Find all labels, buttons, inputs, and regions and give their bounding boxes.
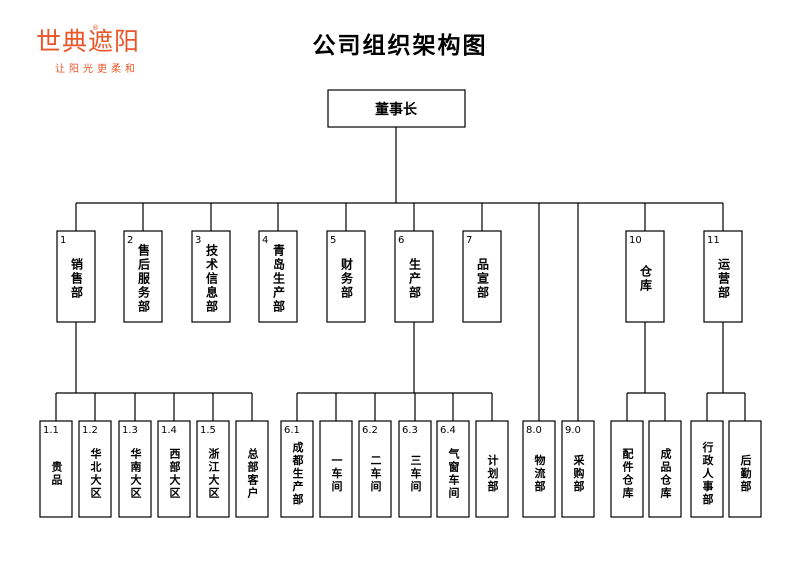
sub-unit-box [398,420,432,518]
node-label: 财务部 [340,257,354,300]
node-label: 青岛生产部 [273,243,285,314]
node-label: 一车间 [332,454,343,493]
node-number: 6.1 [284,425,300,436]
sub-unit-box [728,420,762,518]
department-box [462,230,502,323]
root-box [327,89,466,128]
sub-unit-box [78,420,112,518]
node-number: 6.2 [362,425,378,436]
department-box [123,230,163,323]
node-number: 6 [398,235,404,246]
node-label: 二车间 [371,454,382,493]
node-label: 成都生产部 [292,440,304,506]
brand-slogan: 让阳光更柔和 [55,64,139,75]
sub-unit-box [561,420,595,518]
node-label: 生产部 [409,257,421,300]
node-label: 成品仓库 [660,446,673,499]
node-number: 1.1 [43,425,59,436]
sub-unit-box [436,420,470,518]
node-number: 6.4 [440,425,456,436]
department-box [191,230,231,323]
department-box [326,230,366,323]
node-number: 7 [466,235,472,246]
node-label: 配件仓库 [622,446,635,499]
department-box [703,230,743,323]
node-number: 11 [707,235,720,246]
node-label: 计划部 [488,453,499,493]
sub-unit-box [118,420,152,518]
node-number: 1.3 [122,425,138,436]
sub-unit-box [157,420,191,518]
sub-unit-box [610,420,644,518]
sub-unit-box [235,420,269,518]
sub-unit-box [196,420,230,518]
node-label: 西部大区 [170,447,181,499]
node-label: 采购部 [573,453,586,493]
node-number: 9.0 [565,425,581,436]
node-label: 浙江大区 [209,446,220,499]
node-number: 5 [330,235,336,246]
sub-unit-box [648,420,682,518]
sub-unit-box [280,420,314,518]
node-label: 仓库 [639,264,653,293]
node-label: 贵品 [52,459,63,486]
node-number: 10 [629,235,642,246]
node-number: 1.4 [161,425,177,436]
sub-unit-box [522,420,556,518]
sub-unit-box [358,420,392,518]
node-number: 2 [127,235,133,246]
node-label: 总部客户 [247,446,260,499]
node-number: 4 [262,235,268,246]
node-label: 物流部 [535,453,546,493]
node-label: 运营部 [718,258,730,300]
node-number: 3 [195,235,201,246]
sub-unit-box [39,420,73,518]
sub-unit-box [475,420,509,518]
sub-unit-box [319,420,353,518]
node-label: 华北大区 [91,446,102,499]
department-box [258,230,298,323]
node-number: 1.5 [200,425,216,436]
node-label: 气窗车间 [448,446,460,499]
node-number: 1 [60,235,66,246]
node-label: 后勤部 [741,453,752,493]
sub-unit-box [690,420,724,518]
node-label: 行政人事部 [702,440,715,506]
registered-mark: ® [92,24,99,32]
root-label: 董事长 [375,101,418,118]
node-label: 销售部 [71,257,83,300]
node-label: 华南大区 [131,446,142,499]
node-label: 售后服务部 [138,243,151,314]
node-label: 品宣部 [477,258,489,300]
page-title: 公司组织架构图 [312,33,488,59]
brand-logo: 世典遮阳 [36,27,141,56]
node-number: 1.2 [82,425,98,436]
node-label: 三车间 [411,454,422,493]
node-number: 6.3 [402,425,418,436]
node-number: 8.0 [526,425,542,436]
node-label: 技术信息部 [205,243,219,314]
department-box [625,230,665,323]
